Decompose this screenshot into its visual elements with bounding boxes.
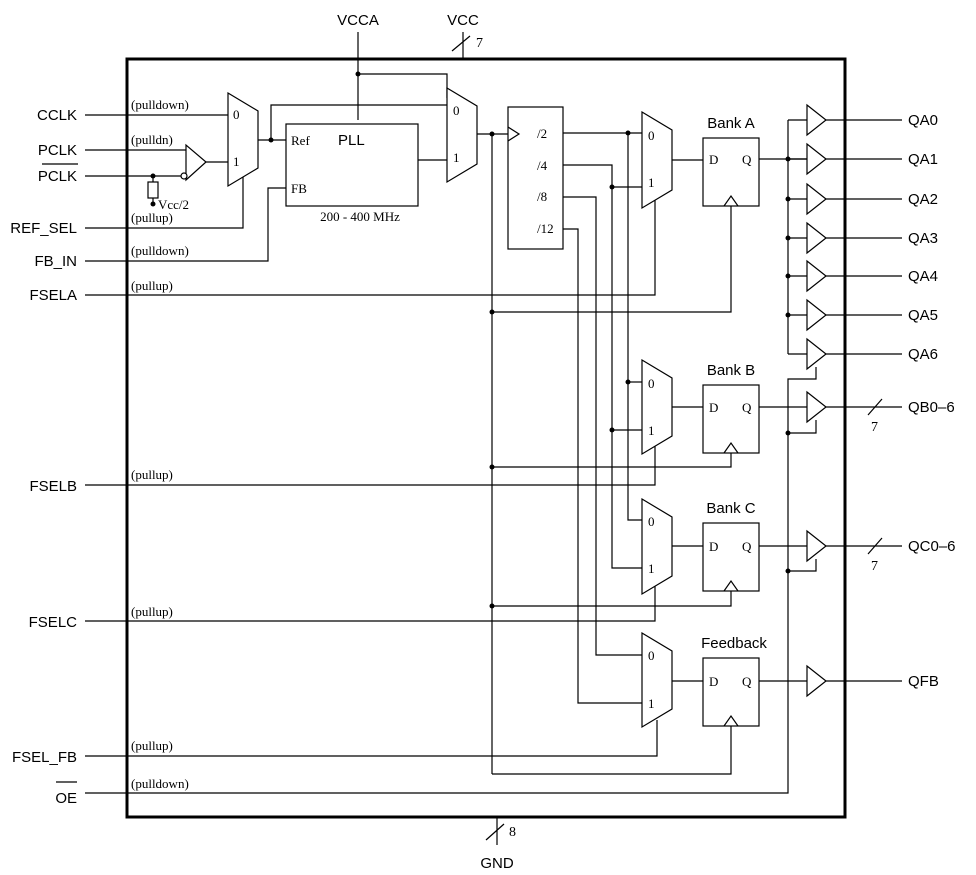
div-8: /8: [537, 189, 547, 204]
feedback-label: Feedback: [701, 635, 767, 652]
svg-text:1: 1: [453, 150, 460, 165]
bank-c-mux: [641, 497, 673, 596]
oe-pull: (pulldown): [131, 776, 189, 791]
svg-text:0: 0: [233, 107, 240, 122]
svg-text:D: D: [709, 400, 718, 415]
fselc-pull: (pullup): [131, 604, 173, 619]
qb-output: QB0–6: [908, 399, 955, 416]
ref-sel-pull: (pullup): [131, 210, 173, 225]
svg-text:1: 1: [233, 154, 240, 169]
fsel-fb-pin: FSEL_FB: [12, 749, 77, 766]
div-12: /12: [537, 221, 554, 236]
cclk-pull: (pulldown): [131, 97, 189, 112]
feedback-mux: [641, 631, 673, 729]
bank-c-label: Bank C: [706, 500, 755, 517]
pll-range: 200 - 400 MHz: [320, 209, 400, 224]
svg-text:0: 0: [453, 103, 460, 118]
pclk-diff-receiver: [185, 143, 207, 182]
input-mux: [227, 91, 259, 188]
ref-sel-pin: REF_SEL: [10, 220, 77, 237]
bank-a-mux: [641, 110, 673, 210]
divider-block: [507, 106, 564, 250]
qa-buffer-5: [806, 298, 827, 332]
svg-text:0: 0: [648, 128, 655, 143]
pll-bypass-mux: [446, 86, 478, 184]
fb-in-pin: FB_IN: [34, 253, 77, 270]
div-4: /4: [537, 158, 548, 173]
svg-text:1: 1: [648, 696, 655, 711]
vcca-label: VCCA: [337, 12, 379, 29]
qc-count: 7: [871, 559, 878, 574]
svg-text:0: 0: [648, 376, 655, 391]
fselb-pin: FSELB: [29, 478, 77, 495]
pll-title: PLL: [338, 132, 365, 149]
pll-ref-port: Ref: [291, 133, 310, 148]
qa-buffer-3: [806, 221, 827, 255]
fsela-pull: (pullup): [131, 278, 173, 293]
cclk-pin: CCLK: [37, 107, 77, 124]
qa-buffer-0: [806, 103, 827, 137]
qa-buffer-2: [806, 182, 827, 216]
pclk-pin: PCLK: [38, 142, 77, 159]
qc-output: QC0–6: [908, 538, 956, 555]
svg-text:D: D: [709, 674, 718, 689]
qb-buffer: [806, 390, 827, 424]
qa-output-4: QA4: [908, 268, 938, 285]
qfb-output: QFB: [908, 673, 939, 690]
svg-text:D: D: [709, 152, 718, 167]
qa-buffer-1: [806, 142, 827, 176]
qc-buffer: [806, 529, 827, 563]
svg-text:1: 1: [648, 175, 655, 190]
qa-output-3: QA3: [908, 230, 938, 247]
svg-text:Q: Q: [742, 152, 752, 167]
pll-block: [285, 123, 419, 207]
svg-text:0: 0: [648, 648, 655, 663]
svg-text:D: D: [709, 539, 718, 554]
qa-output-5: QA5: [908, 307, 938, 324]
gnd-count: 8: [509, 825, 516, 840]
vcc-count: 7: [476, 36, 483, 51]
bank-b-flipflop: [702, 384, 760, 454]
pclk-pull: (pulldn): [131, 132, 173, 147]
vcc-half-label: Vcc/2: [158, 197, 189, 212]
qa-output-6: QA6: [908, 346, 938, 363]
fselc-pin: FSELC: [29, 614, 78, 631]
bank-b-label: Bank B: [707, 362, 755, 379]
svg-text:1: 1: [648, 423, 655, 438]
fsela-pin: FSELA: [29, 287, 77, 304]
qa-output-0: QA0: [908, 112, 938, 129]
chip-boundary: [125, 57, 847, 819]
oe-pin: OE: [55, 790, 77, 807]
qfb-buffer: [806, 664, 827, 698]
qa-buffer-4: [806, 259, 827, 293]
svg-text:Q: Q: [742, 674, 752, 689]
div-2: /2: [537, 126, 547, 141]
svg-text:Q: Q: [742, 539, 752, 554]
pll-fb-port: FB: [291, 181, 307, 196]
svg-text:Q: Q: [742, 400, 752, 415]
qa-output-1: QA1: [908, 151, 938, 168]
svg-text:1: 1: [648, 561, 655, 576]
pclk-n-pin: PCLK: [38, 168, 77, 185]
gnd-label: GND: [480, 855, 514, 872]
bank-a-flipflop: [702, 137, 760, 207]
qa-buffer-6: [806, 337, 827, 371]
svg-text:0: 0: [648, 514, 655, 529]
vcc-label: VCC: [447, 12, 479, 29]
fb-in-pull: (pulldown): [131, 243, 189, 258]
bank-a-label: Bank A: [707, 115, 755, 132]
fselb-pull: (pullup): [131, 467, 173, 482]
bank-b-mux: [641, 358, 673, 456]
qb-count: 7: [871, 420, 878, 435]
fsel-fb-pull: (pullup): [131, 738, 173, 753]
qa-output-2: QA2: [908, 191, 938, 208]
